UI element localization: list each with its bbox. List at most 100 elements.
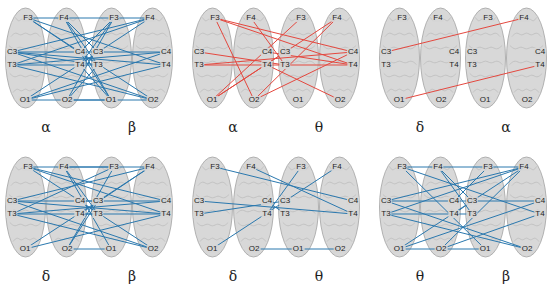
connection-line (12, 52, 166, 65)
connection-line (12, 201, 166, 202)
connection-line (12, 214, 166, 215)
gyrus-line (13, 238, 38, 241)
electrode-label: F4 (518, 14, 529, 22)
hemisphere (193, 157, 233, 257)
gyrus-line (324, 223, 355, 226)
gyrus-line (137, 223, 168, 226)
electrode-label: O1 (479, 245, 492, 253)
electrode-label: C3 (193, 197, 205, 205)
connection-line (386, 214, 527, 249)
gyrus-line (324, 74, 355, 77)
electrode-label: F3 (22, 14, 33, 22)
electrode-label: F3 (295, 14, 306, 22)
gyrus-line (514, 89, 539, 92)
gyrus-line (138, 33, 167, 36)
electrode-label: C3 (380, 48, 392, 56)
electrode-label: C3 (6, 48, 18, 56)
connection-line (25, 52, 166, 100)
electrode-label: T4 (534, 210, 545, 218)
electrode-label: T4 (534, 61, 545, 69)
electrode-label: C3 (92, 48, 104, 56)
connection-line (212, 18, 337, 100)
connection-line (251, 18, 285, 65)
electrode-label: T3 (279, 210, 290, 218)
electrode-label: T3 (193, 61, 204, 69)
connection-line (402, 167, 485, 249)
electrode-label: F3 (396, 163, 407, 171)
connection-line (12, 52, 166, 65)
gyrus-line (200, 238, 225, 241)
connection-line (64, 167, 114, 168)
electrode-label: O2 (435, 245, 448, 253)
connection-line (28, 18, 150, 19)
electrode-label: C4 (534, 197, 546, 205)
band-label: θ (315, 269, 323, 283)
gyrus-line (286, 238, 311, 241)
electrode-label: F4 (432, 14, 443, 22)
hemisphere (466, 8, 506, 108)
electrode-label: O1 (206, 96, 219, 104)
gyrus-line (197, 74, 228, 77)
electrode-label: F3 (22, 163, 33, 171)
connection-line (25, 65, 166, 100)
connection-line (215, 18, 254, 100)
band-label: α (41, 120, 50, 134)
electrode-label: T4 (74, 210, 85, 218)
gyrus-line (137, 74, 168, 77)
electrode-label: T4 (160, 61, 171, 69)
brain-top-view (6, 157, 87, 257)
electrode-label: O1 (105, 96, 118, 104)
electrode-label: T4 (347, 210, 358, 218)
electrode-label: C3 (193, 48, 205, 56)
electrode-label: O1 (292, 96, 305, 104)
electrode-label: T4 (448, 61, 459, 69)
electrode-label: C3 (380, 197, 392, 205)
electrode-label: C3 (466, 197, 478, 205)
electrode-label: T4 (261, 210, 272, 218)
gyrus-line (425, 74, 456, 77)
connection-line (402, 167, 524, 168)
band-label: α (228, 120, 237, 134)
connection-line (25, 100, 153, 101)
connection-line (25, 167, 150, 249)
electrode-label: F4 (245, 163, 256, 171)
electrode-label: T3 (466, 210, 477, 218)
electrode-label: F3 (396, 14, 407, 22)
connection-line (399, 65, 540, 100)
hemisphere (507, 157, 547, 257)
connection-line (212, 18, 301, 100)
band-label: β (128, 120, 136, 134)
electrode-label: O2 (435, 96, 448, 104)
gyrus-line (511, 74, 542, 77)
gyrus-line (512, 33, 541, 36)
hemisphere (193, 8, 233, 108)
electrode-label: C4 (261, 197, 273, 205)
gyrus-line (10, 223, 41, 226)
electrode-label: F4 (144, 163, 155, 171)
hemisphere (421, 157, 461, 257)
electrode-label: O2 (248, 96, 261, 104)
connection-line (212, 167, 337, 249)
band-label: θ (416, 269, 424, 283)
connection-line (212, 52, 285, 100)
gyrus-line (384, 223, 415, 226)
hemisphere (6, 157, 46, 257)
electrode-label: F4 (331, 163, 342, 171)
electrode-label: C4 (347, 48, 359, 56)
electrode-label: O1 (19, 96, 32, 104)
connection-line (12, 18, 150, 65)
hemisphere (320, 157, 360, 257)
gyrus-line (387, 238, 412, 241)
electrode-label: T3 (6, 210, 17, 218)
gyrus-line (11, 33, 40, 36)
electrode-label: T4 (347, 61, 358, 69)
electrode-label: F4 (432, 163, 443, 171)
hemisphere (507, 8, 547, 108)
electrode-label: C4 (448, 197, 460, 205)
connection-line (12, 167, 150, 201)
connection-line (28, 18, 153, 100)
hemisphere (133, 157, 173, 257)
brain-top-view (466, 8, 547, 108)
electrode-label: T3 (92, 210, 103, 218)
